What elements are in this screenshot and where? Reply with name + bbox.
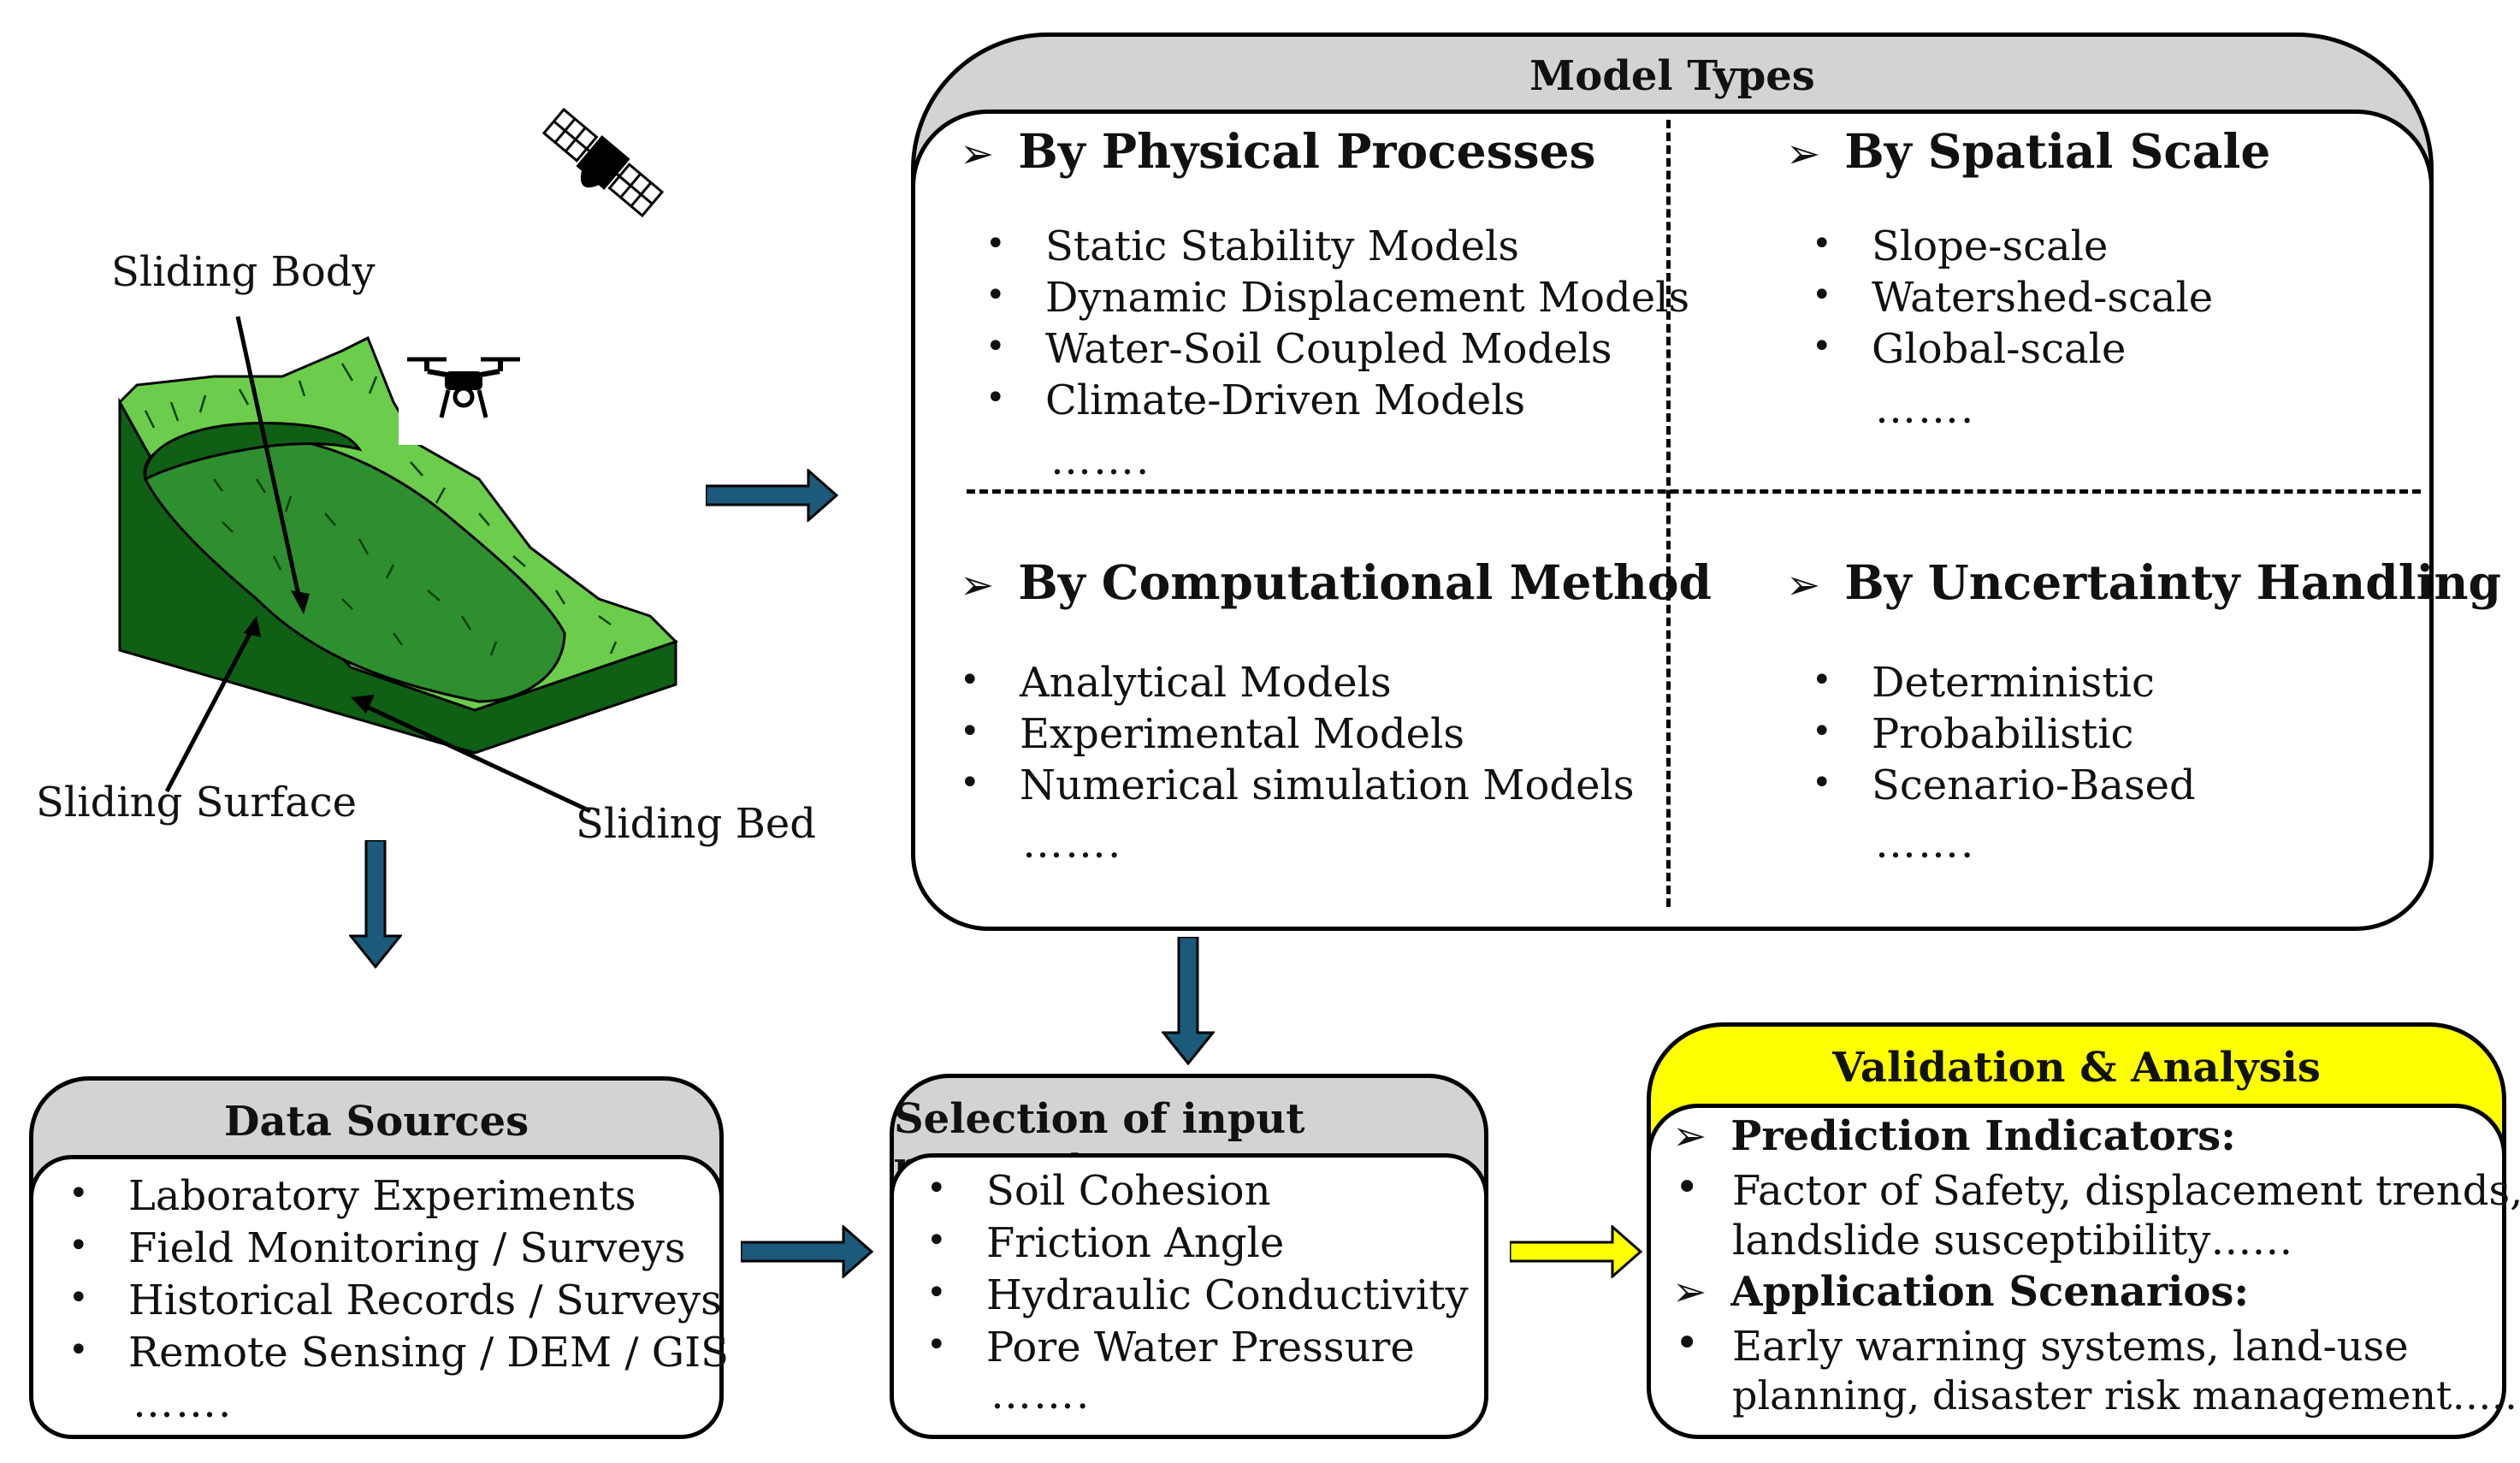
computational-method-heading: ➢ By Computational Method bbox=[960, 554, 1712, 610]
list-item: Numerical simulation Models bbox=[960, 760, 1634, 811]
sliding-body-pointer bbox=[235, 316, 302, 600]
list-item: Dynamic Displacement Models bbox=[985, 272, 1689, 323]
sliding-surface-pointer bbox=[164, 627, 255, 793]
heading-arrow-icon: ➢ bbox=[1786, 561, 1821, 609]
list-item: Field Monitoring / Surveys bbox=[68, 1223, 729, 1275]
input-parameters-ellipsis: ……. bbox=[991, 1371, 1091, 1419]
computational-method-list: Analytical Models Experimental Models Nu… bbox=[960, 657, 1635, 811]
heading-arrow-icon: ➢ bbox=[1672, 1268, 1707, 1316]
list-item: Friction Angle bbox=[926, 1217, 1469, 1270]
arrow-right-inputs-to-validation bbox=[1510, 1225, 1642, 1278]
list-item: Historical Records / Surveys bbox=[68, 1275, 729, 1327]
drone-icon bbox=[407, 357, 520, 418]
input-parameters-list: Soil Cohesion Friction Angle Hydraulic C… bbox=[926, 1165, 1469, 1374]
list-item: Water-Soil Coupled Models bbox=[985, 323, 1689, 375]
spatial-scale-ellipsis: ……. bbox=[1875, 385, 1976, 433]
list-item: Deterministic bbox=[1812, 657, 2196, 708]
model-types-horizontal-divider bbox=[967, 489, 2421, 494]
validation-panel bbox=[1647, 1104, 2506, 1439]
heading-arrow-icon: ➢ bbox=[1672, 1112, 1707, 1160]
uncertainty-handling-list: Deterministic Probabilistic Scenario-Bas… bbox=[1812, 657, 2196, 811]
application-line-1: Early warning systems, land-use bbox=[1732, 1323, 2409, 1371]
list-item: Remote Sensing / DEM / GIS bbox=[68, 1327, 729, 1379]
uncertainty-handling-heading: ➢ By Uncertainty Handling bbox=[1786, 554, 2501, 610]
spatial-scale-list: Slope-scale Watershed-scale Global-scale bbox=[1812, 221, 2213, 375]
list-item: Probabilistic bbox=[1812, 708, 2196, 760]
model-types-vertical-divider bbox=[1666, 120, 1671, 907]
heading-arrow-icon: ➢ bbox=[960, 561, 995, 609]
terrain-notch bbox=[399, 383, 460, 445]
list-item: Scenario-Based bbox=[1812, 760, 2196, 811]
list-item: Global-scale bbox=[1812, 323, 2213, 375]
sliding-body-label: Sliding Body bbox=[111, 248, 376, 296]
heading-arrow-icon: ➢ bbox=[960, 130, 995, 178]
physical-processes-ellipsis: ……. bbox=[1050, 436, 1151, 484]
physical-processes-heading-text: By Physical Processes bbox=[1018, 123, 1596, 179]
list-item: Hydraulic Conductivity bbox=[926, 1270, 1469, 1322]
list-item: Slope-scale bbox=[1812, 221, 2213, 272]
application-line-2: planning, disaster risk management…… bbox=[1732, 1372, 2520, 1419]
prediction-line-2: landslide susceptibility…… bbox=[1732, 1217, 2293, 1265]
spatial-scale-heading: ➢ By Spatial Scale bbox=[1786, 123, 2270, 179]
spatial-scale-heading-text: By Spatial Scale bbox=[1844, 123, 2271, 179]
head-scarp bbox=[144, 421, 363, 482]
bullet-icon: • bbox=[1675, 1164, 1700, 1211]
bullet-icon: • bbox=[1675, 1319, 1700, 1367]
sliding-bed-pointer bbox=[358, 701, 592, 814]
landslide-illustration bbox=[118, 316, 678, 814]
list-item: Soil Cohesion bbox=[926, 1165, 1469, 1217]
arrow-right-illustration-to-models bbox=[706, 469, 838, 522]
prediction-indicators-heading-text: Prediction Indicators: bbox=[1730, 1112, 2236, 1160]
list-item: Climate-Driven Models bbox=[985, 375, 1689, 426]
validation-title: Validation & Analysis bbox=[1832, 1044, 2321, 1092]
physical-processes-list: Static Stability Models Dynamic Displace… bbox=[985, 221, 1689, 426]
terrain-cracks bbox=[144, 363, 618, 656]
sliding-bed-arrowhead bbox=[351, 695, 375, 714]
arrow-right-data-to-inputs bbox=[741, 1225, 873, 1278]
list-item: Watershed-scale bbox=[1812, 272, 2213, 323]
sliding-surface-label: Sliding Surface bbox=[36, 779, 357, 826]
sliding-surface-arrowhead bbox=[244, 616, 261, 637]
arrow-down-models-to-inputs bbox=[1162, 937, 1215, 1065]
heading-arrow-icon: ➢ bbox=[1786, 130, 1821, 178]
data-sources-ellipsis: ……. bbox=[133, 1379, 234, 1427]
arrow-down-illustration-to-data bbox=[349, 840, 402, 968]
data-sources-list: Laboratory Experiments Field Monitoring … bbox=[68, 1170, 729, 1379]
satellite-icon bbox=[541, 107, 665, 218]
list-item: Static Stability Models bbox=[985, 221, 1689, 272]
computational-method-ellipsis: ……. bbox=[1022, 820, 1123, 868]
application-scenarios-heading-text: Application Scenarios: bbox=[1730, 1268, 2250, 1316]
prediction-indicators-heading: ➢ Prediction Indicators: bbox=[1672, 1112, 2236, 1160]
prediction-line-1: Factor of Safety, displacement trends, bbox=[1732, 1167, 2520, 1215]
list-item: Analytical Models bbox=[960, 657, 1635, 708]
model-types-title: Model Types bbox=[1529, 52, 1815, 100]
physical-processes-heading: ➢ By Physical Processes bbox=[960, 123, 1596, 179]
application-scenarios-heading: ➢ Application Scenarios: bbox=[1672, 1268, 2249, 1316]
uncertainty-handling-ellipsis: ……. bbox=[1875, 820, 1976, 868]
list-item: Pore Water Pressure bbox=[926, 1322, 1469, 1374]
list-item: Laboratory Experiments bbox=[68, 1170, 729, 1223]
sliding-bed-label: Sliding Bed bbox=[576, 800, 816, 848]
uncertainty-handling-heading-text: By Uncertainty Handling bbox=[1844, 554, 2501, 610]
sliding-body-arrowhead bbox=[291, 590, 310, 614]
list-item: Experimental Models bbox=[960, 708, 1635, 760]
computational-method-heading-text: By Computational Method bbox=[1018, 554, 1713, 610]
data-sources-title: Data Sources bbox=[223, 1098, 529, 1146]
